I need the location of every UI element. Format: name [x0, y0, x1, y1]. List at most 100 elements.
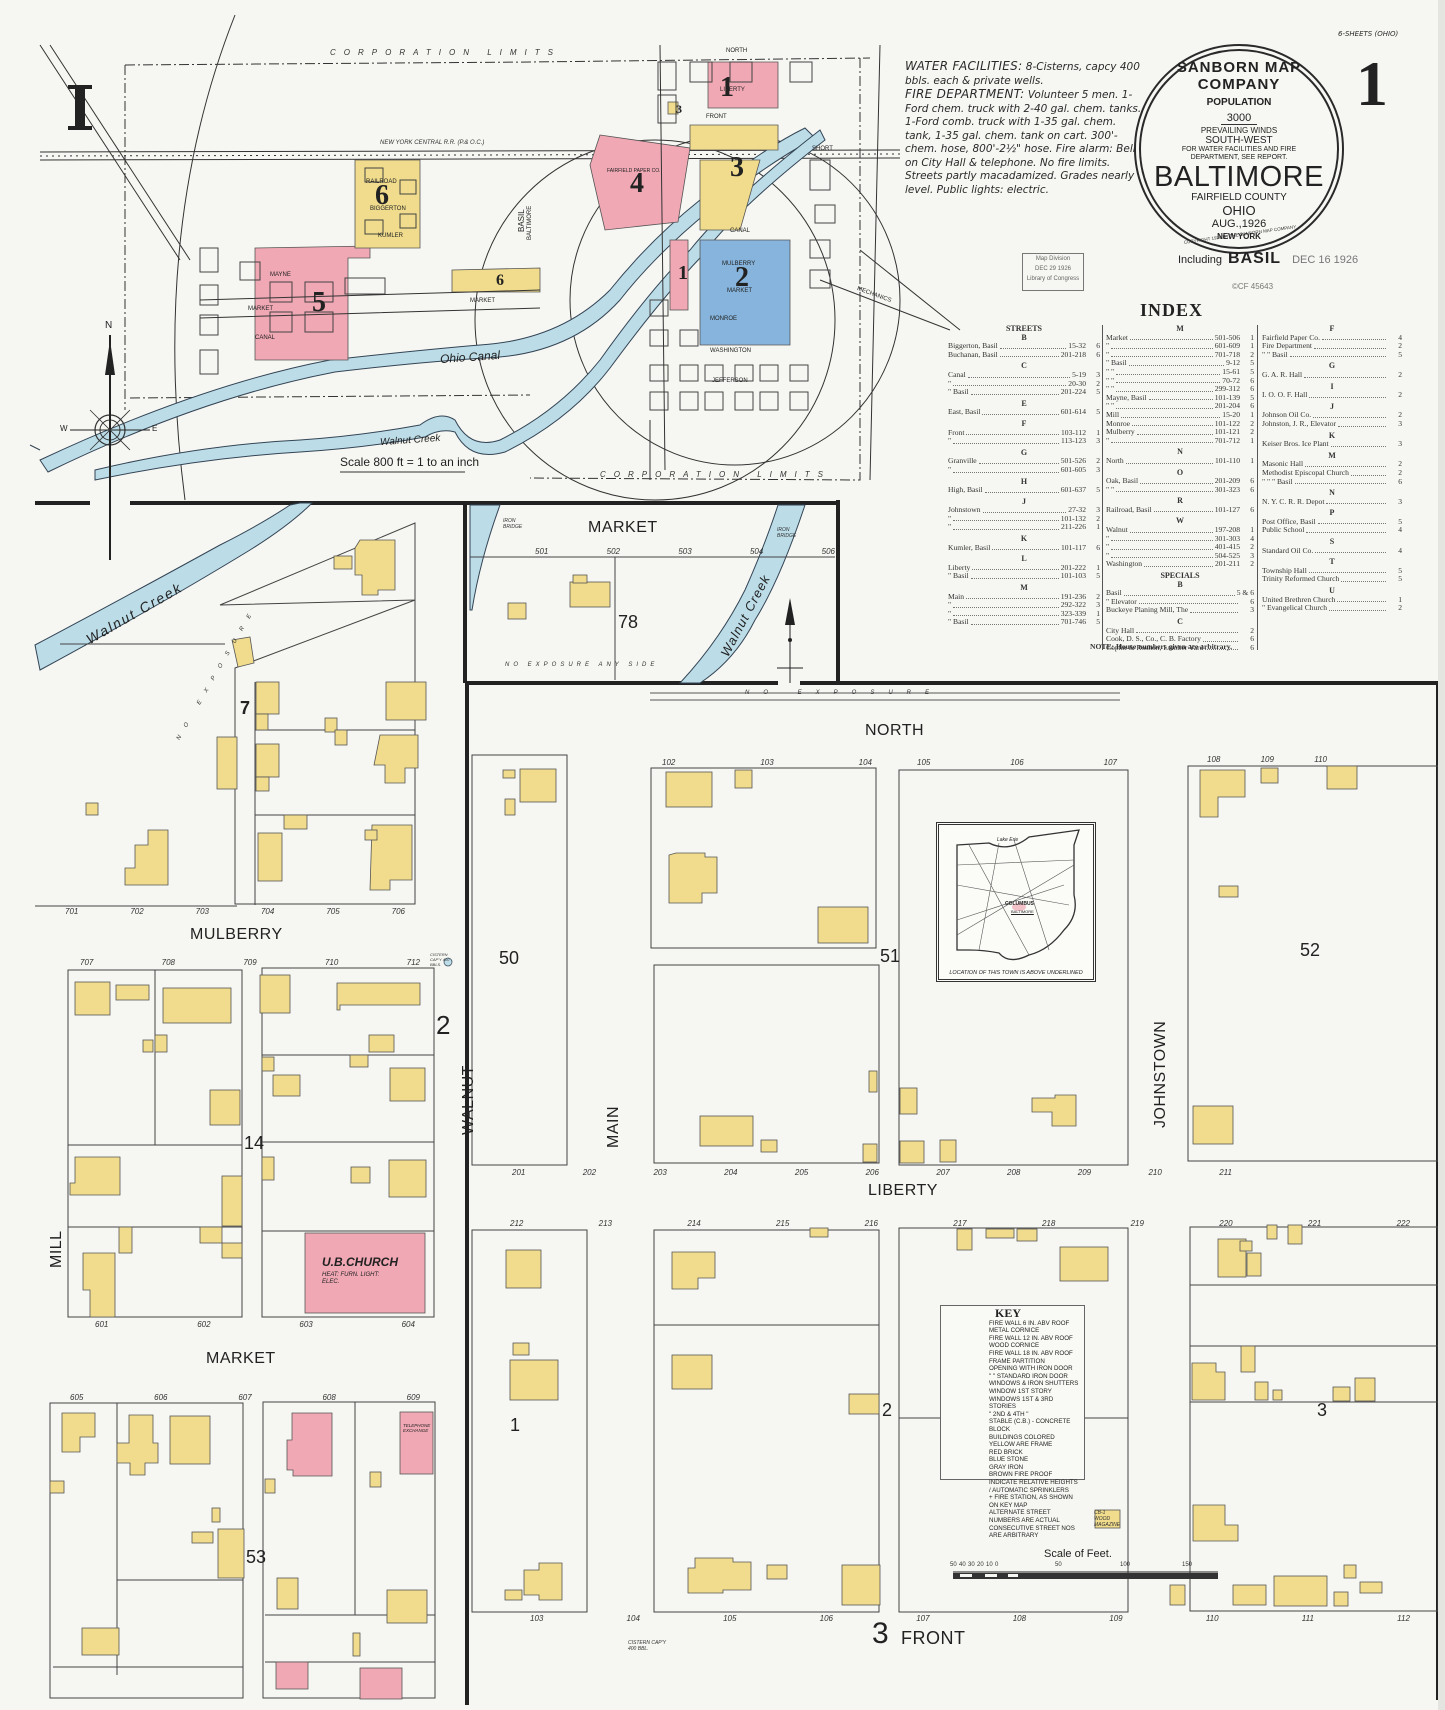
house-numbers-north-b: 105 106 107 — [917, 758, 1117, 767]
index-entry-range: 101-110 — [1214, 455, 1240, 465]
key-legend-item: FRAME PARTITION — [989, 1357, 1045, 1365]
no-exposure-label: NO EXPOSURE ANY SIDE — [505, 662, 659, 668]
index-entry-name: Monroe — [1106, 418, 1131, 428]
house-numbers-600a: 601 602 603 604 — [95, 1320, 415, 1329]
index-entry-range: 101-139 — [1214, 392, 1240, 402]
index-entry-name: United Brethren Church — [1262, 594, 1336, 604]
index-entry-name: " Basil — [1106, 358, 1127, 368]
index-entry-name: Basil — [1106, 588, 1122, 598]
index-entry-sheet: 1 — [1250, 525, 1254, 535]
index-entry-range: 401-415 — [1214, 542, 1240, 552]
streets-header: STREETS — [1005, 324, 1043, 333]
index-entry-range: 101-103 — [1060, 571, 1086, 581]
index-entry-range: 201-222 — [1060, 562, 1086, 572]
index-entry-sheet: 5 — [1398, 565, 1402, 575]
index-entry-sheet: 4 — [1250, 533, 1254, 543]
index-entry-name: " — [948, 522, 952, 532]
index-entry-name: Johnson Oil Co. — [1262, 410, 1312, 420]
cistern-bottom-label: CISTERN CAP'Y 400 BBL. — [628, 1640, 666, 1652]
key-street-market: MARKET — [727, 288, 753, 294]
index-entry-name: " — [1106, 435, 1110, 445]
key-legend-item: ALTERNATE STREET NUMBERS ARE ACTUAL — [989, 1509, 1060, 1525]
house-number: 106 — [819, 1614, 833, 1623]
index-entry-name: " — [948, 436, 952, 446]
index-entry-name: Methodist Episcopal Church — [1262, 467, 1349, 477]
compass-w: W — [60, 424, 68, 433]
index-entry-name: " — [948, 378, 952, 388]
key-street-north: NORTH — [726, 48, 748, 54]
house-number: 707 — [80, 958, 94, 967]
index-entry: Standard Oil Co.4 — [1262, 546, 1402, 556]
index-entry-sheet: 5 — [1096, 485, 1100, 495]
index-entry-range: 501-526 — [1060, 456, 1086, 466]
key-title: KEY — [995, 1306, 1022, 1320]
index-entry-sheet: 2 — [1398, 369, 1402, 379]
key-legend-item: FIRE WALL 12 IN. ABV ROOF — [989, 1334, 1073, 1342]
streets-note: Streets partly macadamized. Grades nearl… — [905, 170, 1135, 196]
house-number: 608 — [322, 1393, 336, 1402]
index-entry-name: " " — [1106, 484, 1115, 494]
key-legend-item: WINDOW 1ST STORY — [989, 1387, 1052, 1395]
index-entry-range: 101-127 — [1214, 504, 1240, 514]
key-street-jefferson: JEFFERSON — [712, 378, 748, 384]
index-entry-name: " — [948, 600, 952, 610]
index-title: INDEX — [1140, 300, 1204, 320]
index-entry-sheet: 6 — [1250, 484, 1254, 494]
magazine-label: CB-1 WOOD MAGAZINE — [1094, 1510, 1121, 1528]
house-number: 705 — [326, 907, 340, 916]
seal-report-note: FOR WATER FACILITIES AND FIRE DEPARTMENT… — [1181, 146, 1297, 161]
index-entry-range: 299-312 — [1214, 384, 1240, 394]
index-entry-name: Buchanan, Basil — [948, 349, 998, 359]
house-number: 506 — [821, 547, 835, 556]
index-letter-heading: U — [1329, 586, 1335, 596]
index-letter-heading: C — [1177, 617, 1183, 626]
notes-block: WATER FACILITIES: 8-Cisterns, capcy 400 … — [905, 59, 1145, 197]
index-entry-range: 103-112 — [1060, 427, 1086, 437]
house-number: 103 — [530, 1614, 544, 1623]
index-entry-sheet: 2 — [1250, 418, 1254, 428]
house-number: 217 — [953, 1219, 967, 1228]
index-entry-sheet: 1 — [1398, 594, 1402, 604]
index-entry-range: 197-208 — [1214, 525, 1240, 535]
house-number: 215 — [775, 1219, 790, 1228]
index-entry-sheet: 3 — [1398, 496, 1402, 506]
index-letter-heading: M — [1176, 324, 1184, 333]
scale-of-feet-title: Scale of Feet. — [1044, 1548, 1112, 1560]
index-entry-name: Mayne, Basil — [1106, 392, 1147, 402]
scale-tick: 40 — [959, 1562, 966, 1568]
index-entry-range: 5-19 — [1072, 369, 1086, 379]
key-map — [29, 14, 961, 560]
index-entry-name: Kumler, Basil — [948, 542, 991, 552]
house-number: 704 — [260, 907, 275, 916]
index-entry-name: North — [1106, 455, 1124, 465]
index-entry-range: 601-605 — [1060, 464, 1086, 474]
house-number: 102 — [662, 758, 676, 767]
index-entry-sheet: 4 — [1398, 525, 1402, 535]
index-entry-name: " Evangelical Church — [1262, 603, 1328, 613]
key-legend-item: WINDOWS & IRON SHUTTERS — [989, 1380, 1079, 1388]
index-note: NOTE: House numbers given are arbitrary. — [1090, 642, 1233, 651]
index-entry-sheet: 3 — [1096, 436, 1100, 446]
index-entry-name: Walnut — [1106, 525, 1128, 535]
house-number: 108 — [1012, 1614, 1027, 1623]
key-sheet-4: 4 — [630, 168, 644, 199]
key-legend-item: WINDOWS 1ST & 3RD STORIES — [989, 1395, 1054, 1411]
house-number: 605 — [70, 1393, 84, 1402]
index-entry-name: N. Y. C. R. R. Depot — [1262, 496, 1325, 506]
index-entry-range: 211-226 — [1060, 522, 1086, 532]
key-legend-item: + FIRE STATION, AS SHOWN ON KEY MAP — [989, 1494, 1073, 1509]
key-sheet-6: 6 — [375, 180, 389, 211]
stamp-line-2: DEC 29 1926 — [1034, 266, 1072, 272]
